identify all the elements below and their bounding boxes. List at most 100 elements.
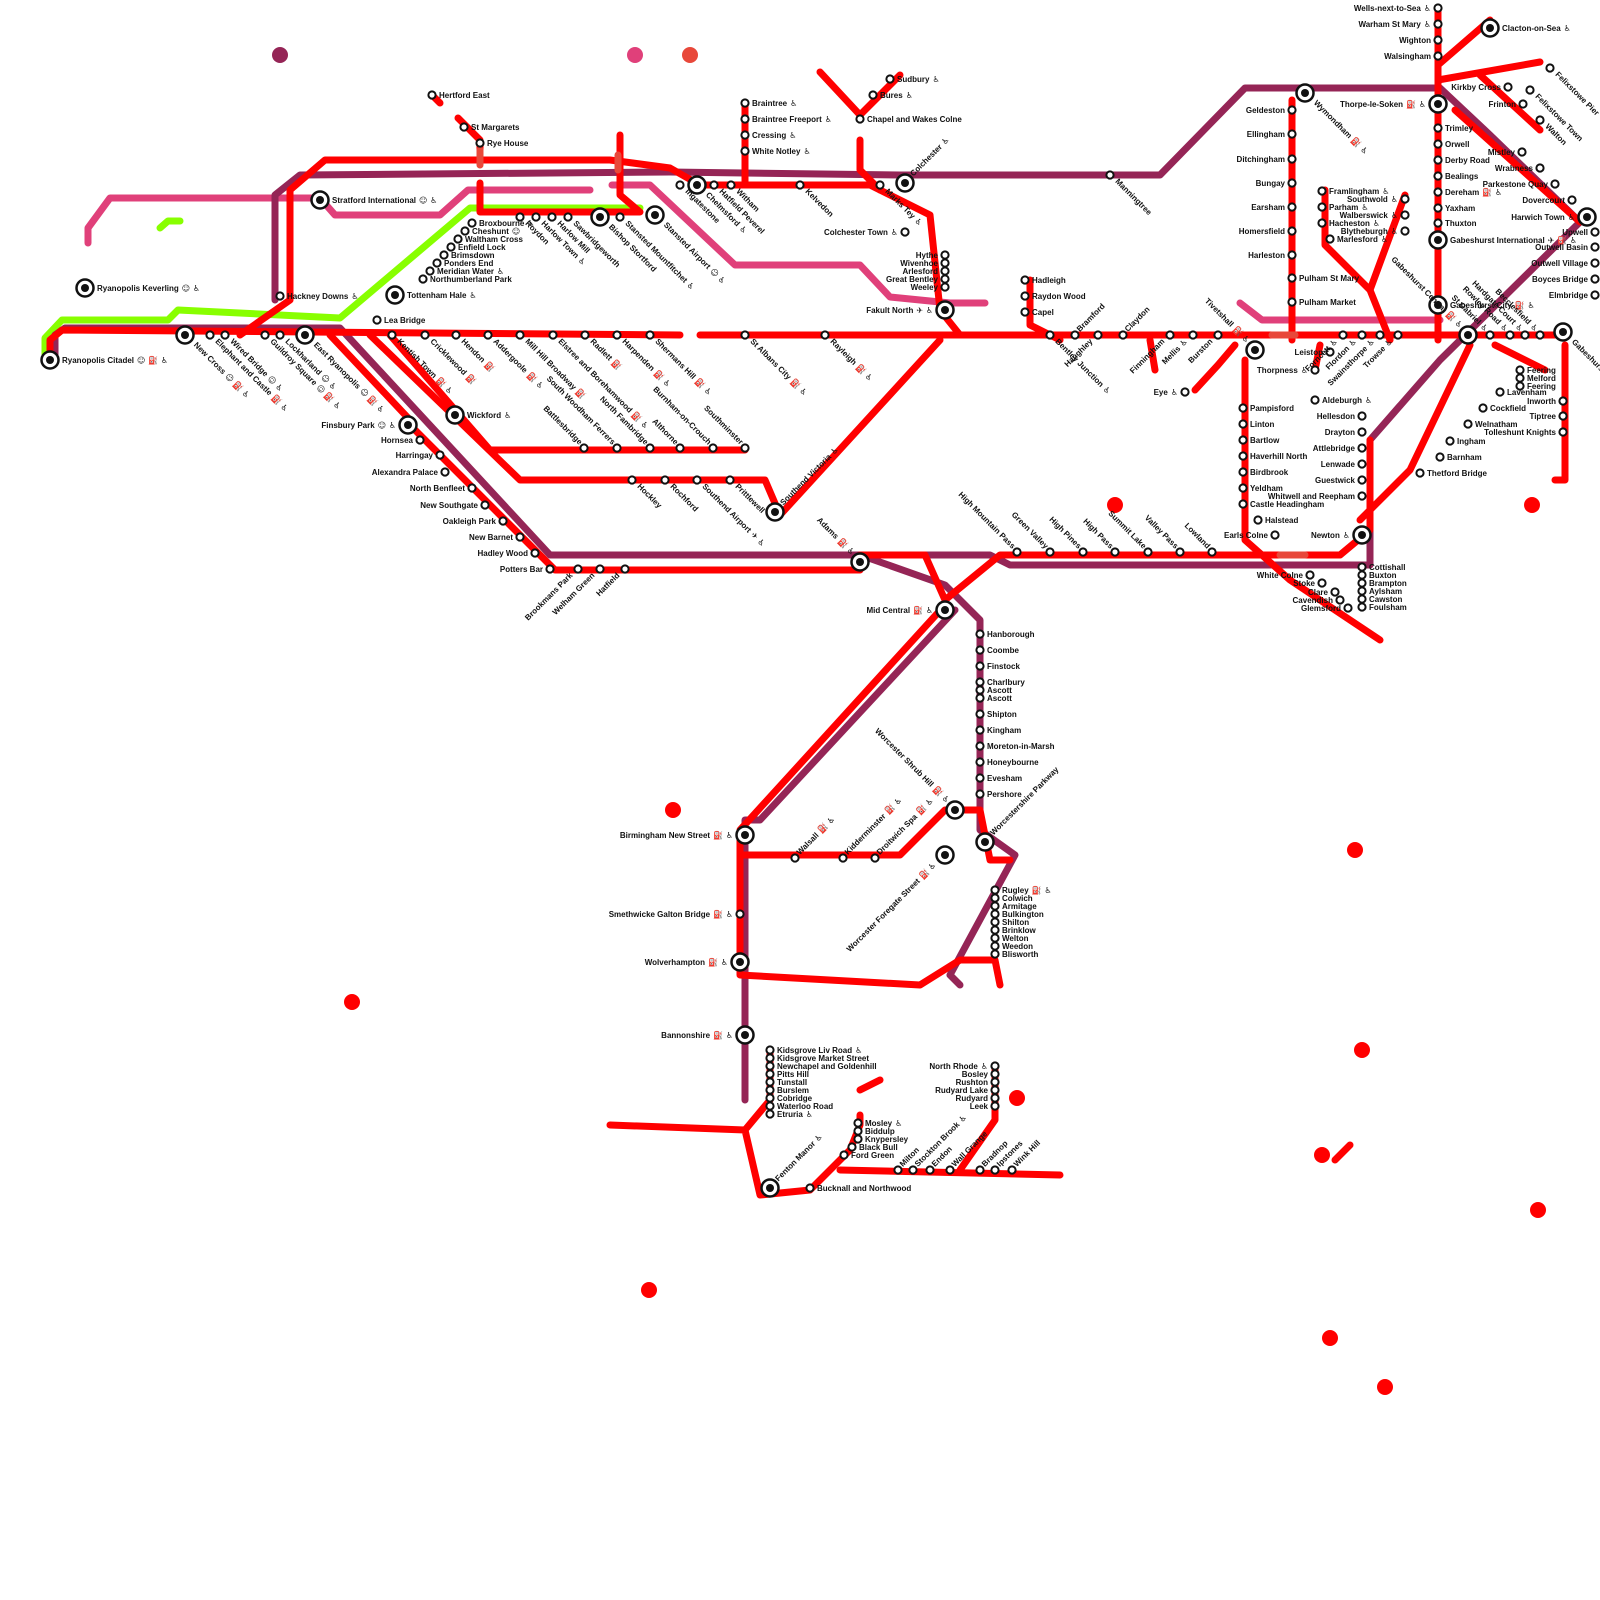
station[interactable]: Southminster xyxy=(702,404,748,452)
station[interactable]: Lea Bridge xyxy=(373,316,425,325)
station[interactable]: Honeybourne xyxy=(976,758,1039,767)
station[interactable]: Althorne xyxy=(650,417,683,452)
station[interactable]: New Southgate xyxy=(420,501,488,510)
station[interactable]: Thorpe-le-Soken⛽ ♿ xyxy=(1340,96,1447,113)
station[interactable]: Shipton xyxy=(976,710,1016,719)
station[interactable]: Gabeshurst East♿ xyxy=(1555,324,1600,396)
station[interactable]: Glemsford xyxy=(1301,604,1352,613)
station[interactable]: Stoke xyxy=(1293,579,1325,588)
station[interactable]: Dovercourt xyxy=(1522,196,1575,205)
station[interactable]: High Mountain Pass xyxy=(957,490,1021,556)
station[interactable]: Fakult North✈ ♿ xyxy=(866,302,953,319)
station[interactable]: Bucknall and Northwood xyxy=(806,1184,911,1193)
station[interactable]: Harleston xyxy=(1248,251,1296,260)
station[interactable]: Upwell xyxy=(1562,228,1598,237)
station[interactable]: Clacton-on-Sea♿ xyxy=(1482,20,1571,37)
station[interactable]: Wrabness xyxy=(1495,164,1544,173)
station[interactable]: Boyces Bridge xyxy=(1532,275,1599,284)
station[interactable]: Harringay xyxy=(396,451,444,460)
station[interactable]: Mistley xyxy=(1488,148,1526,157)
station[interactable]: Mid Central⛽ ♿ xyxy=(867,602,954,619)
station[interactable]: Alexandra Palace xyxy=(372,468,449,477)
station[interactable]: Finsbury Park☺ ♿ xyxy=(321,417,416,434)
station[interactable]: Inworth xyxy=(1527,397,1566,406)
station[interactable]: Worcester Shrub Hill⛽ ♿ xyxy=(873,726,963,819)
station[interactable]: Pulham St Mary xyxy=(1288,274,1359,283)
station[interactable]: Tolleshunt Knights xyxy=(1484,428,1566,437)
station[interactable]: Moreton-in-Marsh xyxy=(976,742,1054,751)
station[interactable]: Linton xyxy=(1239,420,1274,429)
station[interactable]: Geldeston xyxy=(1246,106,1296,115)
station[interactable]: Ellingham xyxy=(1247,130,1296,139)
station[interactable]: Kirkby Cross xyxy=(1451,83,1511,92)
station[interactable]: Bartlow xyxy=(1239,436,1280,445)
station[interactable]: Wighton xyxy=(1399,36,1442,45)
station[interactable]: Derby Road xyxy=(1434,156,1490,165)
station[interactable]: Ingham xyxy=(1446,437,1485,446)
station[interactable]: Hornsea xyxy=(381,436,424,445)
station[interactable]: Ditchingham xyxy=(1237,155,1296,164)
station[interactable]: Oakleigh Park xyxy=(443,517,507,526)
station[interactable]: Aldeburgh♿ xyxy=(1311,396,1372,405)
station[interactable]: Ryanopolis Citadel☺ ⛽ ♿ xyxy=(42,352,169,369)
station[interactable]: Rye House xyxy=(476,139,528,148)
station[interactable]: Parkestone Quay xyxy=(1483,180,1559,189)
station[interactable]: Lowland xyxy=(1183,521,1216,555)
station[interactable]: Yaxham xyxy=(1434,204,1475,213)
station[interactable]: Halstead xyxy=(1254,516,1298,525)
station[interactable]: Tiptree xyxy=(1529,412,1566,421)
station[interactable]: Etruria♿ xyxy=(766,1110,813,1119)
station[interactable]: Adams⛽ ♿ xyxy=(815,515,868,571)
station[interactable]: Lavenham xyxy=(1496,388,1546,397)
station[interactable]: Chapel and Wakes Colne xyxy=(856,115,962,124)
station[interactable]: Smethwicke Galton Bridge⛽ ♿ xyxy=(609,909,744,919)
station[interactable]: Birmingham New Street⛽ ♿ xyxy=(620,827,754,844)
station[interactable]: Barnham xyxy=(1436,453,1481,462)
station[interactable]: Haverhill North xyxy=(1239,452,1307,461)
station[interactable]: Lenwade xyxy=(1321,460,1366,469)
station[interactable]: Trimley xyxy=(1434,124,1473,133)
station[interactable]: Elmbridge xyxy=(1549,291,1599,300)
station[interactable]: Warham St Mary♿ xyxy=(1358,20,1441,29)
station[interactable]: Frinton xyxy=(1488,100,1526,109)
station[interactable]: Southend Victoria♿ xyxy=(767,445,841,520)
station[interactable]: Homersfield xyxy=(1239,227,1296,236)
station[interactable]: Addergoole⛽ ♿ xyxy=(484,331,546,391)
station[interactable]: Potters Bar xyxy=(500,565,554,574)
station[interactable]: Newton♿ xyxy=(1311,527,1371,544)
station[interactable]: Thetford Bridge xyxy=(1416,469,1487,478)
station[interactable]: Harwich Town♿ xyxy=(1511,209,1595,226)
station[interactable]: Braintree♿ xyxy=(741,99,797,108)
station[interactable]: St Albans City⛽ ♿ xyxy=(741,331,810,397)
station[interactable]: Braintree Freeport♿ xyxy=(741,115,832,124)
station[interactable]: Tottenham Hale♿ xyxy=(387,287,477,304)
station[interactable]: Wells-next-to-Sea♿ xyxy=(1354,4,1442,13)
station[interactable]: Outwell Basin xyxy=(1535,243,1599,252)
station[interactable]: Orwell xyxy=(1434,140,1469,149)
station[interactable]: Northumberland Park xyxy=(419,275,512,284)
station[interactable]: White Notley♿ xyxy=(741,147,810,156)
station[interactable]: Earls Colne xyxy=(1224,531,1279,540)
station[interactable]: Hellesdon xyxy=(1317,412,1366,421)
station[interactable]: Ryanopolis Keverling☺ ♿ xyxy=(77,280,201,297)
station[interactable]: Colchester Town♿ xyxy=(824,228,909,237)
station[interactable]: Thuxton xyxy=(1434,219,1476,228)
station[interactable]: Rayleigh⛽ ♿ xyxy=(821,331,875,383)
station[interactable]: Walsingham xyxy=(1384,52,1441,61)
station[interactable]: Guestwick xyxy=(1315,476,1366,485)
station[interactable]: Bannonshire⛽ ♿ xyxy=(661,1027,753,1044)
station[interactable]: Eye♿ xyxy=(1154,388,1189,397)
station[interactable]: Worcester Foregate Street⛽ ♿ xyxy=(844,847,953,954)
station[interactable]: Raydon Wood xyxy=(1021,292,1085,301)
station[interactable]: Drayton xyxy=(1325,428,1366,437)
station[interactable]: Gabeshurst Central⛽ ♿ xyxy=(1389,254,1476,343)
station[interactable]: Hackney Downs♿ xyxy=(276,292,358,301)
station[interactable]: Capel xyxy=(1021,308,1053,317)
station[interactable]: Bungay xyxy=(1256,179,1296,188)
station[interactable]: Marlesford♿ xyxy=(1326,235,1388,244)
station[interactable]: Foulsham xyxy=(1358,603,1406,612)
station[interactable]: Stansted Mountfitchet♿ xyxy=(616,213,696,292)
station[interactable]: Hanborough xyxy=(976,630,1034,639)
station[interactable]: Wolverhampton⛽ ♿ xyxy=(645,954,749,971)
station[interactable]: Wymondham⛽ ♿ xyxy=(1297,85,1371,157)
